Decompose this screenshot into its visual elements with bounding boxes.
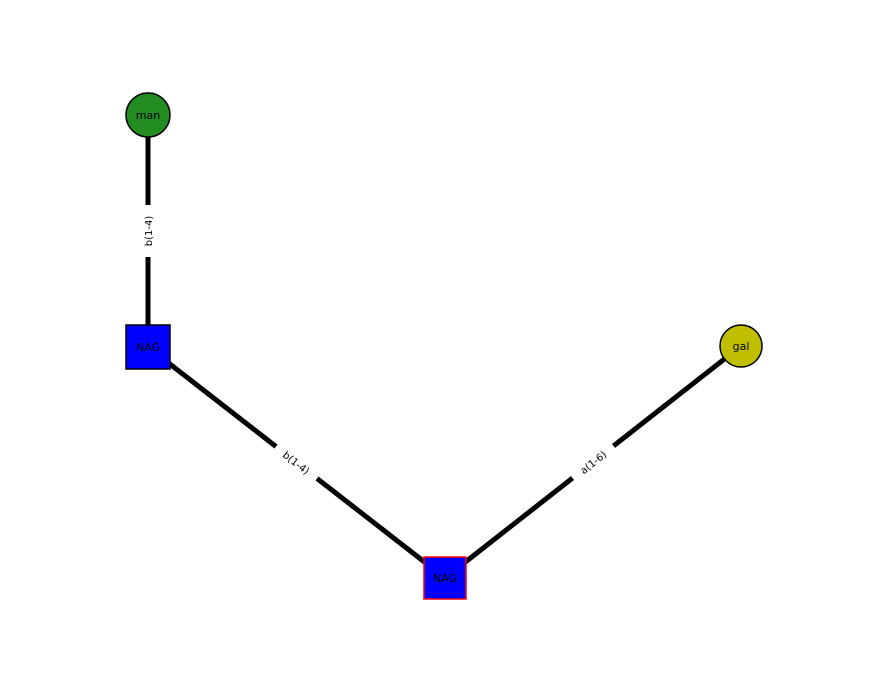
node-nag1 (125, 324, 171, 370)
edge-label-bg (140, 205, 156, 257)
node-label-nag2: NAG (433, 572, 457, 585)
edge-label-group-man-nag1: b(1-4) (140, 205, 156, 257)
edge-label-group-nag2-gal: a(1-6) (567, 440, 619, 484)
edge-label: b(1-4) (144, 216, 155, 247)
node-label-man: man (136, 109, 160, 122)
edge-label-bg (271, 440, 322, 485)
node-label-gal: gal (733, 340, 750, 353)
node-man (125, 92, 171, 138)
node-gal (719, 324, 763, 368)
edge-label-bg (567, 440, 619, 484)
node-nag2 (423, 556, 467, 600)
node-label-nag1: NAG (136, 341, 160, 354)
edge-label-group-nag1-nag2: b(1-4) (271, 440, 322, 485)
